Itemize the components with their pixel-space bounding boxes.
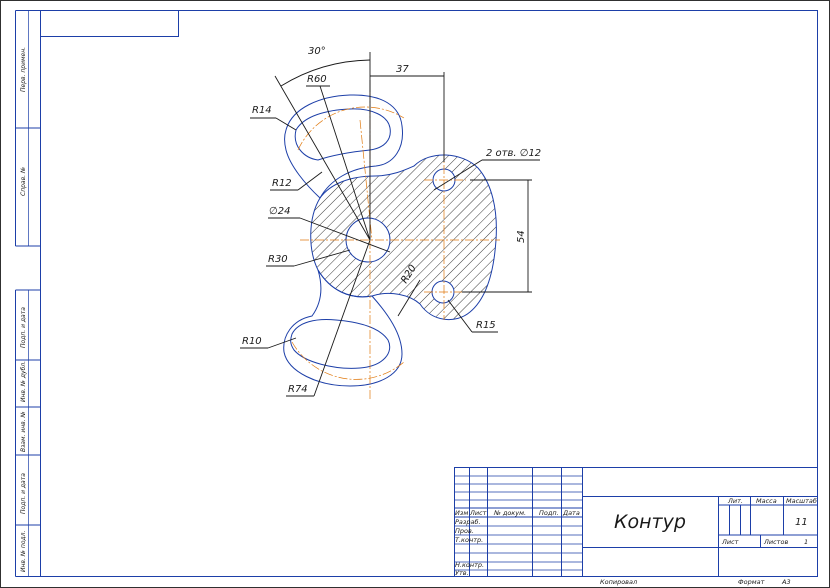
dim-r10: R10 (242, 336, 262, 347)
part-lower-slot (290, 319, 391, 369)
tb-title: Контур (614, 511, 686, 533)
part-hub-hatched (310, 154, 497, 321)
tb-col-doc: № докум. (493, 509, 526, 517)
top-left-stamp (40, 10, 179, 37)
dim-37: 37 (396, 64, 409, 75)
side-label-sprav: Справ. № (20, 167, 27, 196)
dim-angle-30: 30° (308, 46, 326, 57)
dim-r12: R12 (272, 178, 292, 189)
tb-col-list: Лист (469, 509, 487, 517)
tb-sheet: Лист (721, 538, 739, 546)
tb-sheets-value: 1 (804, 538, 808, 546)
tb-col-data: Дата (562, 509, 580, 517)
dim-r60: R60 (307, 74, 327, 85)
dim-54: 54 (516, 230, 527, 243)
tb-row-utv: Утв. (455, 569, 469, 577)
side-label-perv-primen: Перв. примен. (20, 47, 27, 92)
centerlines (291, 90, 500, 400)
tb-lit: Лит. (727, 497, 743, 505)
dim-r14: R14 (252, 105, 272, 116)
inner-frame (40, 10, 818, 577)
side-strip (15, 10, 41, 577)
dim-r74: R74 (288, 384, 308, 395)
tb-sheets: Листов (763, 538, 788, 546)
side-label-vzam-inv: Взам. инв. № (20, 411, 27, 452)
side-label-inv-dubl: Инв. № дубл. (20, 361, 27, 402)
tb-format: Формат (738, 578, 765, 586)
tb-col-izm: Изм (455, 509, 468, 517)
dim-d24: ∅24 (269, 206, 290, 217)
title-block (454, 467, 818, 577)
tb-massa: Масса (756, 497, 777, 505)
tb-row-prov: Пров. (455, 527, 474, 535)
side-label-inv-podl: Инв. № подл. (20, 531, 27, 572)
dim-r15: R15 (476, 320, 496, 331)
tb-format-value: A3 (781, 578, 791, 586)
tb-masshtab: Масштаб (786, 497, 817, 505)
tb-copied: Копировал (600, 578, 637, 586)
tb-row-nkontr: Н.контр. (455, 561, 484, 569)
dimension-lines (240, 52, 540, 397)
side-label-podp-data-1: Подп. и дата (20, 307, 27, 348)
tb-col-podp: Подп. (539, 509, 559, 517)
tb-row-razrab: Разраб. (455, 518, 481, 526)
tb-scale-value: 11 (795, 517, 808, 528)
tb-row-tkontr: Т.контр. (455, 536, 483, 544)
dim-holes: 2 отв. ∅12 (486, 148, 541, 159)
part-upper-slot (294, 108, 391, 161)
part-upper-arm (284, 94, 403, 199)
dim-r30: R30 (268, 254, 288, 265)
side-label-podp-data-2: Подп. и дата (20, 473, 27, 514)
part-lower-arm (283, 269, 403, 387)
